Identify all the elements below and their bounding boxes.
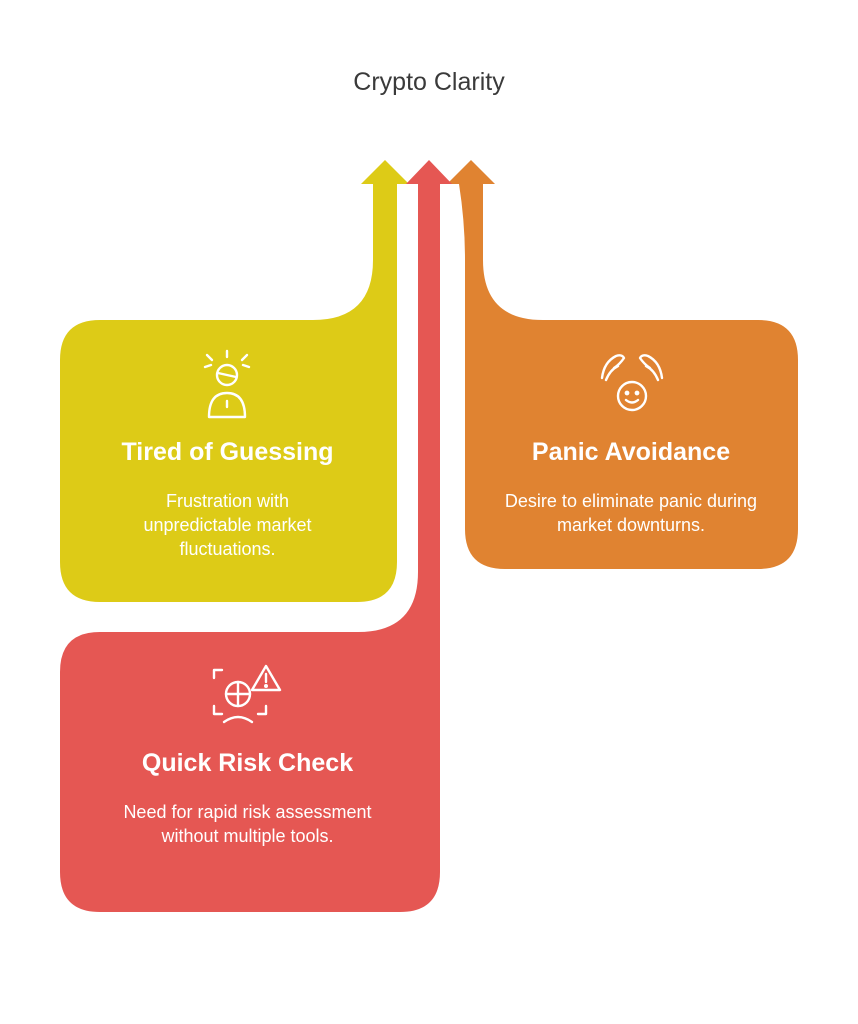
risk-scan-warning-icon bbox=[212, 664, 282, 724]
card-quick-risk-check: Quick Risk Check Need for rapid risk ass… bbox=[80, 748, 415, 848]
card-heading: Tired of Guessing bbox=[121, 438, 334, 466]
red-flow-shape bbox=[60, 160, 452, 912]
frustrated-person-icon bbox=[203, 349, 251, 419]
orange-flow-shape bbox=[447, 160, 798, 569]
card-panic-avoidance: Panic Avoidance Desire to eliminate pani… bbox=[485, 437, 777, 537]
card-description: Frustration with unpredictable market fl… bbox=[143, 491, 312, 559]
calm-face-hands-icon bbox=[600, 354, 664, 412]
card-description: Desire to eliminate panic during market … bbox=[504, 491, 758, 535]
diagram-title: Crypto Clarity bbox=[353, 68, 505, 96]
card-description: Need for rapid risk assessment without m… bbox=[123, 802, 372, 846]
card-heading: Panic Avoidance bbox=[531, 438, 731, 466]
card-heading: Quick Risk Check bbox=[141, 749, 354, 777]
card-tired-of-guessing: Tired of Guessing Frustration with unpre… bbox=[80, 437, 375, 561]
